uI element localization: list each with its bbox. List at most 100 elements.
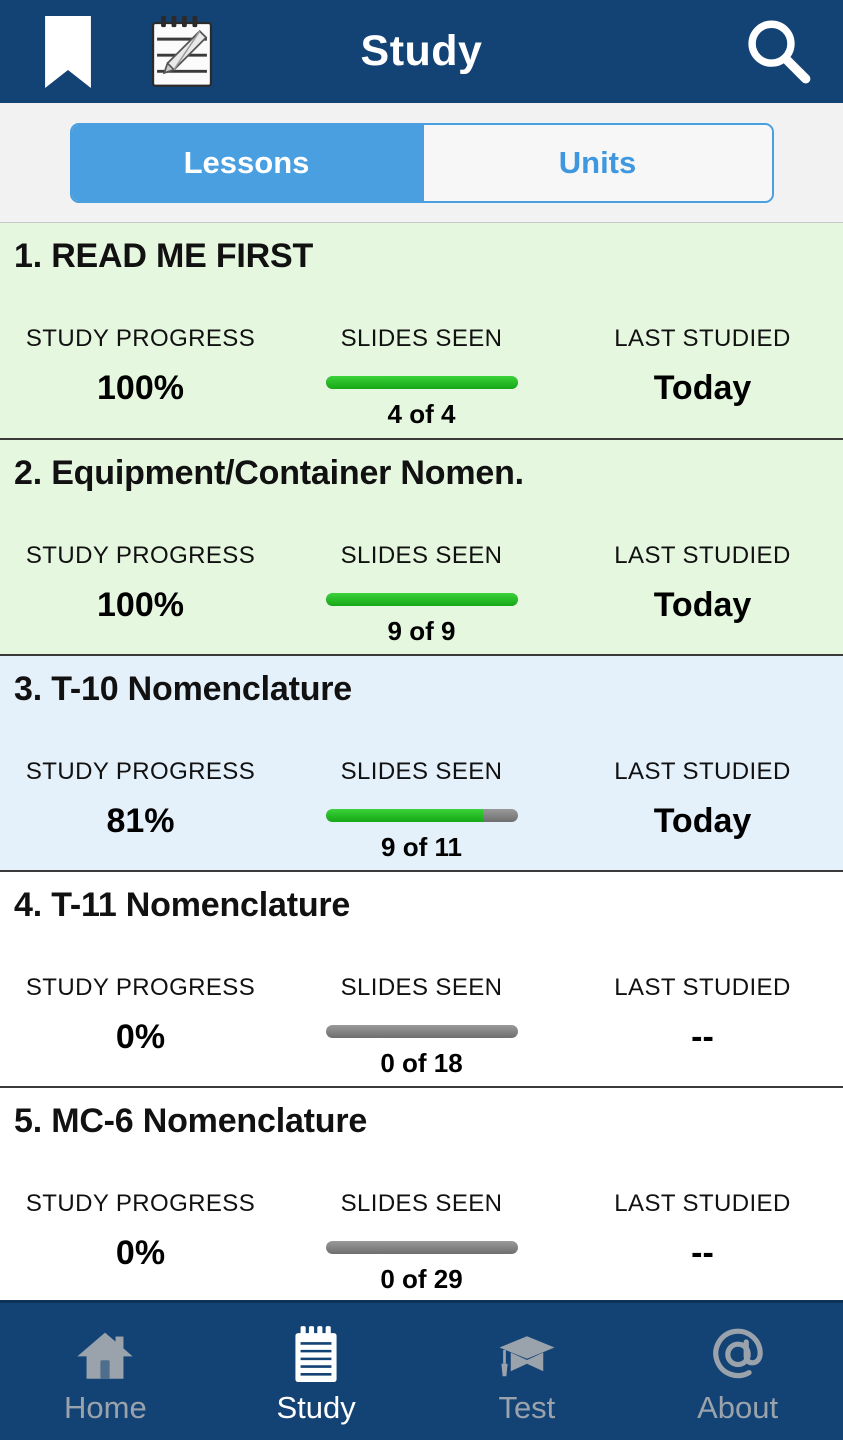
metric-study-progress: STUDY PROGRESS 100% <box>0 325 281 429</box>
metric-label: STUDY PROGRESS <box>25 325 256 352</box>
tab-lessons-label: Lessons <box>183 144 310 180</box>
metric-last-studied: LAST STUDIED Today <box>562 325 843 429</box>
nav-item-study[interactable]: Study <box>211 1303 422 1440</box>
metric-slides-seen: SLIDES SEEN 0 of 18 <box>281 974 562 1078</box>
nav-item-home[interactable]: Home <box>0 1303 211 1440</box>
progress-track <box>325 593 518 606</box>
slides-seen-value: 0 of 18 <box>380 1048 463 1078</box>
progress-bar <box>281 1025 562 1038</box>
slides-seen-value: 0 of 29 <box>380 1264 463 1294</box>
lesson-title: 5. MC-6 Nomenclature <box>14 1102 368 1140</box>
graduation-cap-icon <box>496 1323 558 1387</box>
lesson-title: 4. T-11 Nomenclature <box>14 886 351 924</box>
lesson-title: 3. T-10 Nomenclature <box>14 670 353 708</box>
study-progress-value: 0% <box>115 1018 166 1056</box>
progress-fill <box>325 593 518 606</box>
progress-track <box>325 376 518 389</box>
metric-label: STUDY PROGRESS <box>25 1190 256 1217</box>
metric-last-studied: LAST STUDIED -- <box>562 1190 843 1294</box>
metric-last-studied: LAST STUDIED Today <box>562 758 843 862</box>
study-progress-value: 100% <box>97 586 184 624</box>
metric-slides-seen: SLIDES SEEN 9 of 11 <box>281 758 562 862</box>
study-progress-value: 81% <box>106 802 175 840</box>
progress-bar <box>281 809 562 822</box>
metric-slides-seen: SLIDES SEEN 9 of 9 <box>281 542 562 646</box>
slides-seen-value: 9 of 9 <box>387 616 456 646</box>
metric-label: LAST STUDIED <box>614 1190 791 1217</box>
bookmark-glyph <box>45 15 91 88</box>
nav-label-study: Study <box>276 1389 356 1425</box>
metric-slides-seen: SLIDES SEEN 4 of 4 <box>281 325 562 429</box>
notepad-pencil-icon[interactable] <box>146 15 218 89</box>
metric-label: LAST STUDIED <box>614 325 791 352</box>
metric-label: SLIDES SEEN <box>340 1190 503 1217</box>
last-studied-value: Today <box>653 369 752 407</box>
lesson-title: 1. READ ME FIRST <box>14 237 314 275</box>
last-studied-value: Today <box>653 586 752 624</box>
metric-label: STUDY PROGRESS <box>25 974 256 1001</box>
lesson-row[interactable]: 2. Equipment/Container Nomen. STUDY PROG… <box>0 438 843 654</box>
home-icon <box>74 1323 136 1387</box>
lesson-metrics: STUDY PROGRESS 0% SLIDES SEEN 0 of 18 LA… <box>0 974 843 1078</box>
tab-units[interactable]: Units <box>421 124 772 201</box>
lesson-row[interactable]: 4. T-11 Nomenclature STUDY PROGRESS 0% S… <box>0 870 843 1086</box>
nav-item-about[interactable]: About <box>632 1303 843 1440</box>
bottom-navigation: Home <box>0 1300 843 1440</box>
at-sign-icon <box>707 1323 769 1387</box>
slides-seen-value: 9 of 11 <box>381 832 462 862</box>
metric-label: SLIDES SEEN <box>340 758 503 785</box>
lesson-row[interactable]: 1. READ ME FIRST STUDY PROGRESS 100% SLI… <box>0 222 843 438</box>
metric-last-studied: LAST STUDIED Today <box>562 542 843 646</box>
progress-track <box>325 1241 518 1254</box>
metric-study-progress: STUDY PROGRESS 100% <box>0 542 281 646</box>
lesson-metrics: STUDY PROGRESS 100% SLIDES SEEN 4 of 4 L… <box>0 325 843 429</box>
lesson-metrics: STUDY PROGRESS 0% SLIDES SEEN 0 of 29 LA… <box>0 1190 843 1294</box>
metric-study-progress: STUDY PROGRESS 0% <box>0 1190 281 1294</box>
progress-bar <box>281 1241 562 1254</box>
metric-label: LAST STUDIED <box>614 758 791 785</box>
nav-label-home: Home <box>64 1389 147 1425</box>
bookmark-icon[interactable] <box>38 15 98 88</box>
study-progress-value: 100% <box>97 369 184 407</box>
metric-study-progress: STUDY PROGRESS 0% <box>0 974 281 1078</box>
metric-slides-seen: SLIDES SEEN 0 of 29 <box>281 1190 562 1294</box>
metric-study-progress: STUDY PROGRESS 81% <box>0 758 281 862</box>
lesson-row[interactable]: 3. T-10 Nomenclature STUDY PROGRESS 81% … <box>0 654 843 870</box>
search-glyph <box>748 20 811 83</box>
metric-label: STUDY PROGRESS <box>25 542 256 569</box>
progress-fill <box>325 809 483 822</box>
segmented-control-bar: Lessons Units <box>0 103 843 222</box>
at-sign-glyph <box>712 1328 763 1378</box>
lesson-row[interactable]: 5. MC-6 Nomenclature STUDY PROGRESS 0% S… <box>0 1086 843 1300</box>
lesson-metrics: STUDY PROGRESS 81% SLIDES SEEN 9 of 11 L… <box>0 758 843 862</box>
metric-label: LAST STUDIED <box>614 542 791 569</box>
nav-label-about: About <box>697 1389 779 1425</box>
slides-seen-value: 4 of 4 <box>387 399 456 429</box>
lesson-list[interactable]: 1. READ ME FIRST STUDY PROGRESS 100% SLI… <box>0 222 843 1300</box>
last-studied-value: -- <box>691 1234 714 1272</box>
progress-fill <box>325 376 518 389</box>
notepad-icon <box>285 1323 347 1387</box>
metric-label: SLIDES SEEN <box>340 542 503 569</box>
nav-label-test: Test <box>498 1389 556 1425</box>
notepad-glyph <box>295 1325 337 1382</box>
notepad-pencil-glyph <box>151 15 213 87</box>
tab-units-label: Units <box>558 144 637 180</box>
study-progress-value: 0% <box>115 1234 166 1272</box>
progress-track <box>325 809 518 822</box>
graduation-cap-glyph <box>499 1335 555 1376</box>
last-studied-value: Today <box>653 802 752 840</box>
progress-bar <box>281 593 562 606</box>
last-studied-value: -- <box>691 1018 714 1056</box>
search-icon[interactable] <box>741 15 815 89</box>
app-header: Study <box>0 0 843 103</box>
metric-label: SLIDES SEEN <box>340 974 503 1001</box>
progress-bar <box>281 376 562 389</box>
nav-item-test[interactable]: Test <box>422 1303 633 1440</box>
lesson-metrics: STUDY PROGRESS 100% SLIDES SEEN 9 of 9 L… <box>0 542 843 646</box>
home-glyph <box>77 1332 134 1379</box>
metric-label: STUDY PROGRESS <box>25 758 256 785</box>
tab-lessons[interactable]: Lessons <box>71 124 422 201</box>
metric-label: LAST STUDIED <box>614 974 791 1001</box>
